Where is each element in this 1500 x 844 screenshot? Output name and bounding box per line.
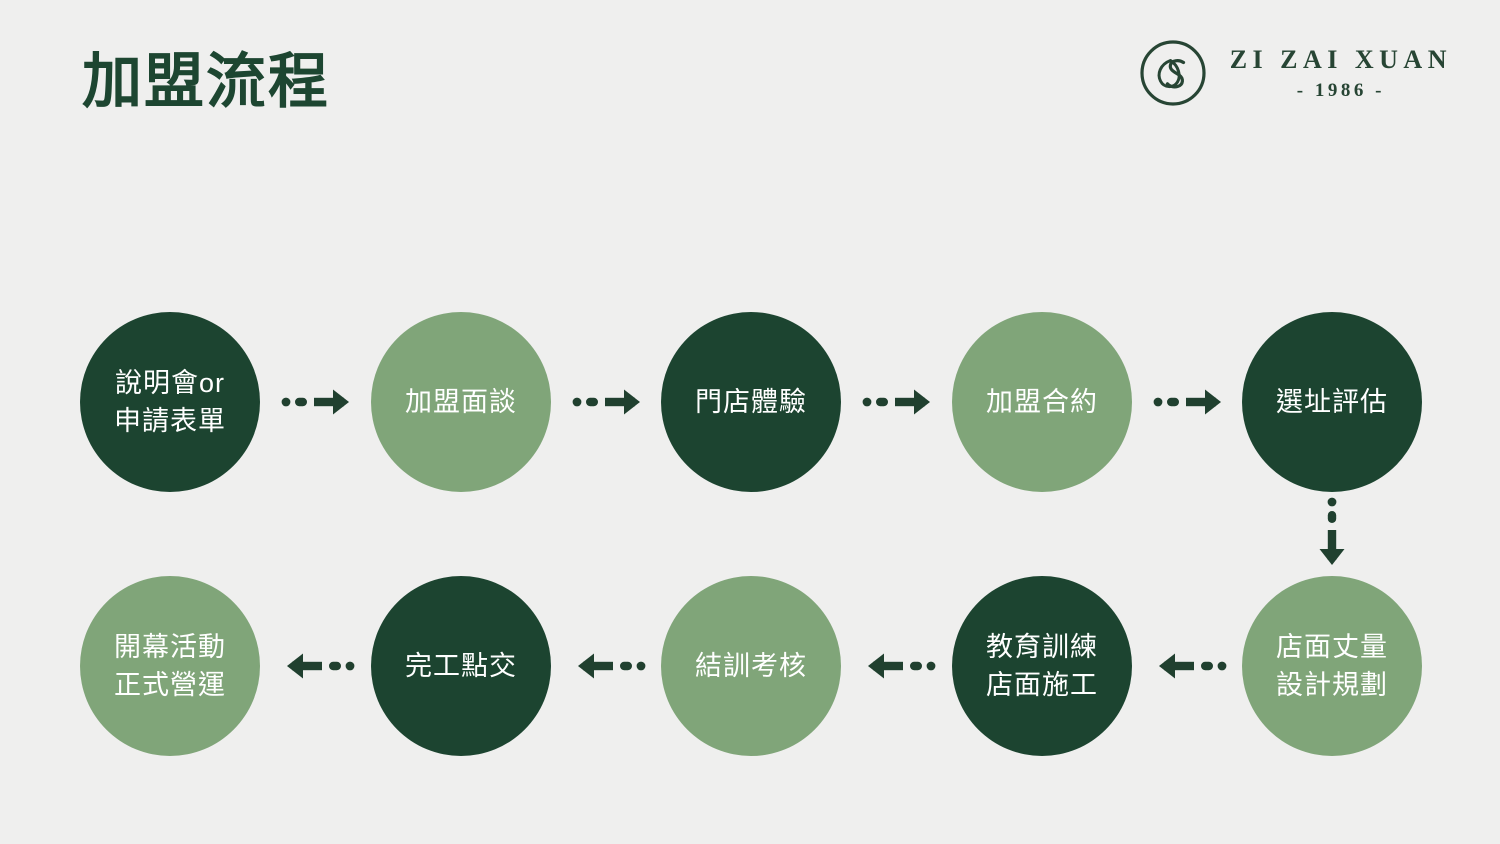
flow-step-4-label: 加盟合約 xyxy=(986,386,1098,417)
brand-name: ZI ZAI XUAN xyxy=(1229,44,1452,74)
flow-step-2-label: 加盟面談 xyxy=(405,386,517,417)
flow-step-1[interactable]: 說明會or 申請表單 xyxy=(80,312,260,492)
flow-step-3-label: 門店體驗 xyxy=(695,386,807,417)
brand-year: - 1986 - xyxy=(1296,79,1385,101)
flow-step-8[interactable]: 結訓考核 xyxy=(661,576,841,756)
flow-step-7-label: 教育訓練 店面施工 xyxy=(986,631,1098,700)
connector-arrow-right-1 xyxy=(281,389,349,415)
flow-step-4[interactable]: 加盟合約 xyxy=(952,312,1132,492)
flow-step-9-label: 完工點交 xyxy=(405,650,517,681)
flow-step-6[interactable]: 店面丈量 設計規劃 xyxy=(1242,576,1422,756)
connector-arrow-left-4 xyxy=(287,653,355,679)
flow-step-1-label: 說明會or 申請表單 xyxy=(114,367,226,436)
flow-step-2[interactable]: 加盟面談 xyxy=(371,312,551,492)
flow-step-10[interactable]: 開幕活動 正式營運 xyxy=(80,576,260,756)
flow-step-5[interactable]: 選址評估 xyxy=(1242,312,1422,492)
brand-lockup: ZI ZAI XUAN - 1986 - xyxy=(1138,38,1452,108)
connector-arrow-right-3 xyxy=(862,389,930,415)
connector-arrow-right-4 xyxy=(1153,389,1221,415)
connector-arrow-down-1 xyxy=(1319,497,1345,565)
flow-step-6-label: 店面丈量 設計規劃 xyxy=(1276,631,1388,700)
flow-step-8-label: 結訓考核 xyxy=(695,650,807,681)
connector-arrow-left-2 xyxy=(868,653,936,679)
page-header: 加盟流程 ZI ZAI XUAN - 1986 - xyxy=(0,0,1500,160)
connector-arrow-left-3 xyxy=(578,653,646,679)
connector-arrow-left-1 xyxy=(1159,653,1227,679)
page-title: 加盟流程 xyxy=(82,48,330,115)
flow-step-7[interactable]: 教育訓練 店面施工 xyxy=(952,576,1132,756)
connector-arrow-right-2 xyxy=(572,389,640,415)
flow-step-3[interactable]: 門店體驗 xyxy=(661,312,841,492)
zizaixuan-leaf-s-monogram-icon xyxy=(1140,40,1206,106)
brand-wordmark: ZI ZAI XUAN - 1986 - xyxy=(1229,44,1452,101)
flow-step-10-label: 開幕活動 正式營運 xyxy=(114,631,226,700)
flow-step-5-label: 選址評估 xyxy=(1276,386,1388,417)
flow-step-9[interactable]: 完工點交 xyxy=(371,576,551,756)
